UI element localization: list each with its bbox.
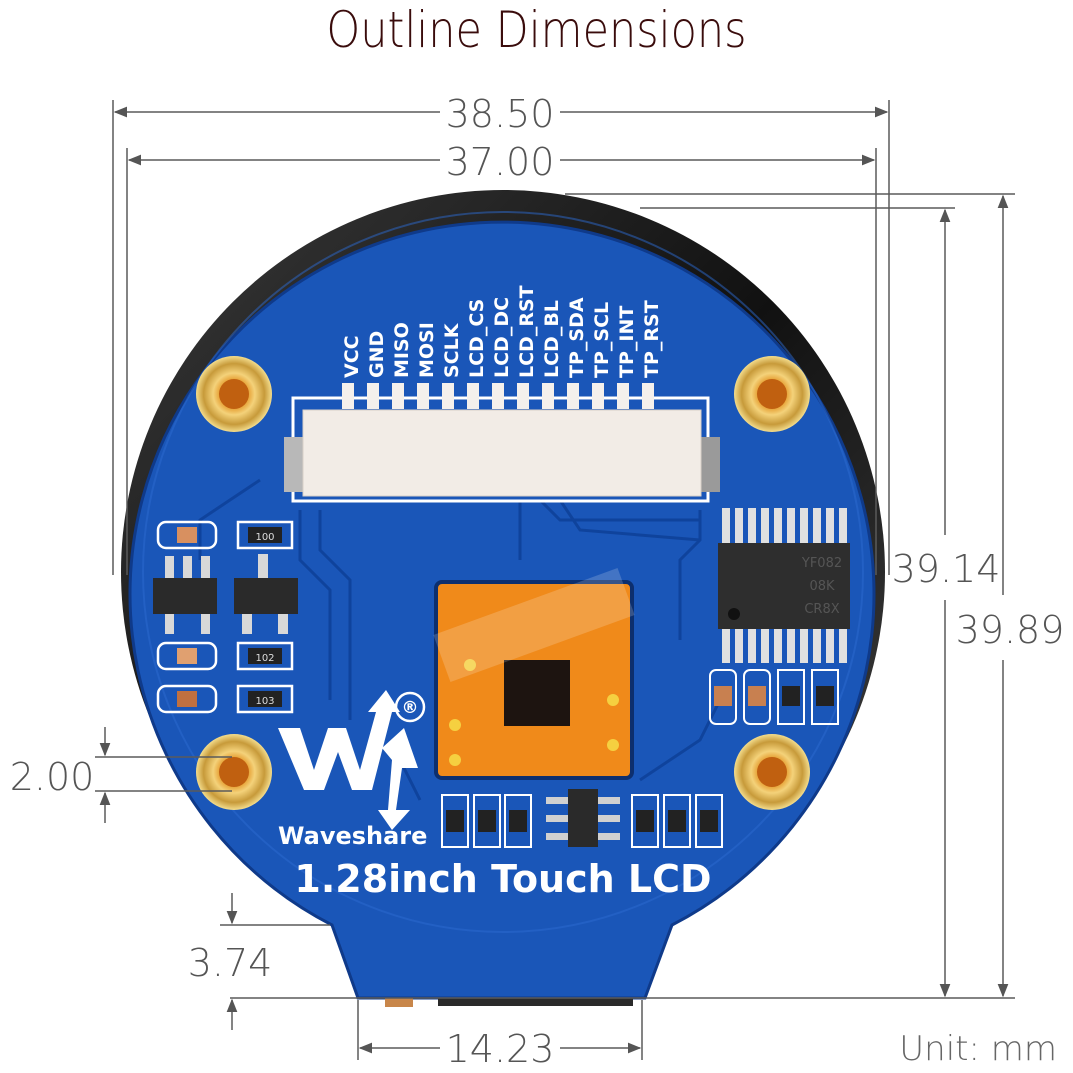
dim-overall-width: 38.50 [446, 92, 555, 136]
pin-label: MISO [391, 322, 413, 378]
registered-mark: ® [402, 698, 419, 718]
pin-label: LCD_BL [541, 300, 563, 378]
resistor-label: 102 [255, 653, 274, 664]
ic-marking: YF082 [801, 556, 842, 571]
pin-label: LCD_CS [466, 299, 488, 378]
resistor-label: 103 [255, 696, 274, 707]
page-title: Outline Dimensions [326, 1, 747, 59]
mounting-hole-bottom-right [734, 734, 810, 810]
left-components: 100 102 103 [153, 520, 298, 714]
pin-label: TP_RST [641, 300, 663, 378]
pin-label: LCD_DC [491, 297, 513, 378]
dim-tab-height: 3.74 [188, 941, 273, 985]
pin-label: MOSI [416, 322, 438, 378]
unit-label: Unit: mm [899, 1029, 1057, 1069]
fpc-connector [284, 383, 720, 503]
pin-label: LCD_RST [516, 285, 538, 378]
mounting-hole-bottom-left [196, 734, 272, 810]
touch-controller-fpc [433, 567, 635, 780]
pin-label: TP_SDA [566, 297, 588, 378]
pcb-board-drawing: VCC GND MISO MOSI SCLK LCD_CS LCD_DC LCD… [121, 190, 885, 1007]
ic-marking: 08K [809, 579, 835, 594]
brand-label: Waveshare [278, 822, 427, 850]
dimension-lines [95, 100, 1015, 1060]
dim-board-height: 39.14 [892, 547, 1001, 591]
dim-overall-height: 39.89 [956, 608, 1065, 652]
pin-labels: VCC GND MISO MOSI SCLK LCD_CS LCD_DC LCD… [341, 285, 663, 378]
dim-hole-diameter: 2.00 [10, 755, 95, 799]
pin-label: GND [366, 331, 388, 378]
mounting-hole-top-right [734, 356, 810, 432]
mounting-hole-top-left [196, 356, 272, 432]
product-name: 1.28inch Touch LCD [294, 857, 711, 901]
dim-board-width: 37.00 [446, 140, 555, 184]
pin-label: SCLK [441, 322, 463, 378]
resistor-label: 100 [255, 532, 274, 543]
ic-chip: YF082 08K CR8X [709, 508, 850, 725]
ic-marking: CR8X [804, 602, 839, 617]
pin-label: TP_SCL [591, 302, 613, 378]
waveshare-logo: ® Waveshare [278, 690, 427, 850]
pin-label: VCC [341, 335, 363, 378]
bottom-components [441, 789, 723, 848]
dim-tab-width: 14.23 [446, 1027, 555, 1071]
pin-label: TP_INT [616, 306, 638, 378]
